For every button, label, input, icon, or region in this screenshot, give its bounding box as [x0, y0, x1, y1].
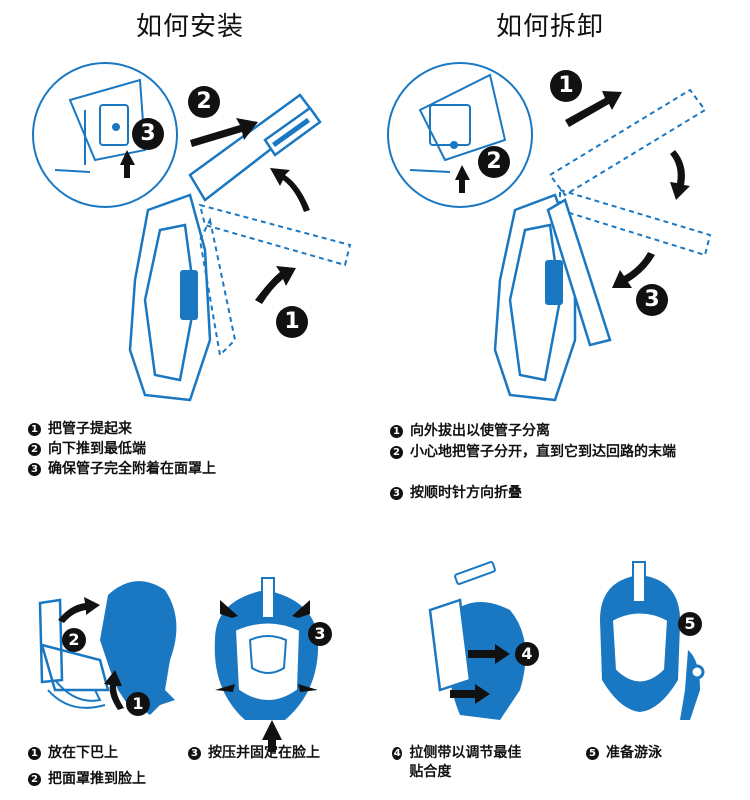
install-step-2: 2 向下推到最低端 [28, 440, 146, 459]
wear-badge-2: 2 [62, 628, 86, 652]
wear-step-2: 2 把面罩推到脸上 [28, 770, 146, 789]
install-badge-2: 2 [188, 86, 220, 118]
wear-step-4: 4 拉侧带以调节最佳贴合度 [392, 745, 522, 780]
install-title: 如何安装 [135, 12, 244, 42]
wear-step-3: 3 按压并固定在脸上 [188, 744, 320, 763]
install-badge-3: 3 [132, 118, 164, 150]
remove-badge-2: 2 [478, 146, 510, 178]
wear-badge-3: 3 [308, 622, 332, 646]
install-step-1: 1 把管子提起来 [28, 420, 132, 439]
remove-step-2: 2 小心地把管子分开，直到它到达回路的末端 [390, 443, 710, 462]
remove-step-3: 3 按顺时针方向折叠 [390, 484, 522, 503]
remove-badge-3: 3 [636, 284, 668, 316]
wear-step-5: 5 准备游泳 [586, 744, 662, 763]
remove-title: 如何拆卸 [495, 12, 604, 42]
wear-badge-1: 1 [126, 692, 150, 716]
remove-badge-1: 1 [550, 70, 582, 102]
wear-step-1: 1 放在下巴上 [28, 744, 118, 763]
install-badge-1: 1 [276, 306, 308, 338]
install-step-3: 3 确保管子完全附着在面罩上 [28, 460, 216, 479]
remove-step-1: 1 向外拔出以使管子分离 [390, 422, 550, 441]
wear-badge-4: 4 [515, 642, 539, 666]
wear-badge-5: 5 [678, 612, 702, 636]
